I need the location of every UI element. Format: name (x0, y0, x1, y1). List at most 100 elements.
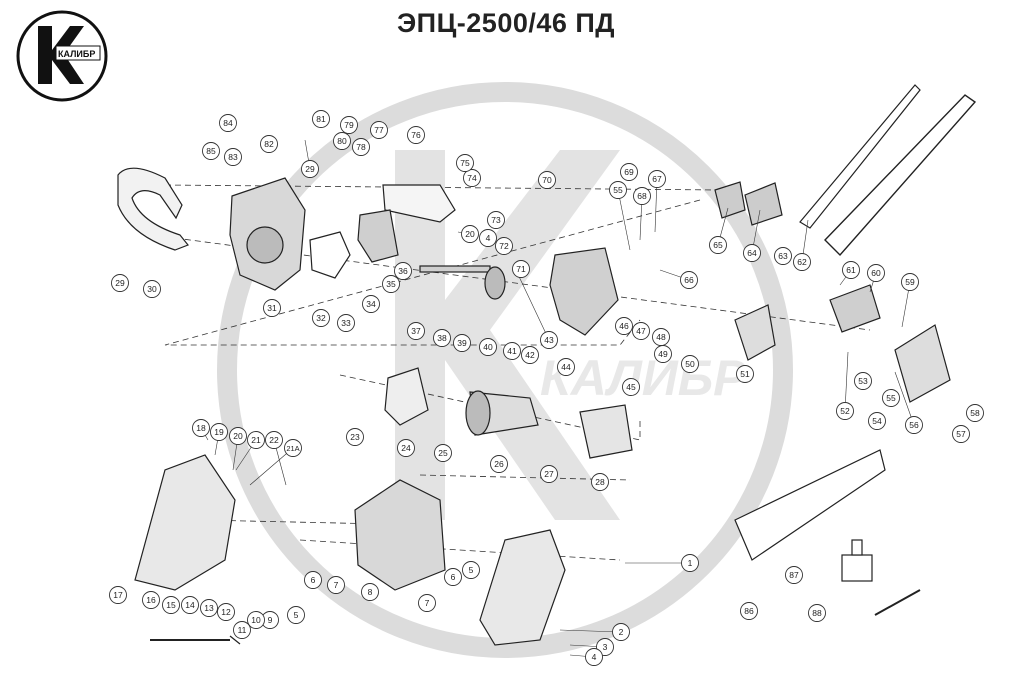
callout-number: 73 (491, 215, 501, 225)
part-callout-54: 54 (868, 412, 886, 430)
callout-circle (462, 561, 480, 579)
callout-number: 48 (656, 332, 666, 342)
callout-circle (836, 402, 854, 420)
callout-number: 49 (658, 349, 668, 359)
callout-number: 71 (516, 264, 526, 274)
callout-number: 5 (469, 565, 474, 575)
part-callout-55: 55 (609, 181, 627, 199)
part-callout-23: 23 (346, 428, 364, 446)
part-callout-56: 56 (905, 416, 923, 434)
callout-circle (352, 138, 370, 156)
part-callout-41: 41 (503, 342, 521, 360)
callout-circle (681, 554, 699, 572)
callout-circle (591, 473, 609, 491)
callout-number: 77 (374, 125, 384, 135)
callout-circle (433, 329, 451, 347)
part-callout-47: 47 (632, 322, 650, 340)
callout-number: 66 (684, 275, 694, 285)
callout-number: 4 (592, 652, 597, 662)
callout-circle (453, 334, 471, 352)
part-callout-63: 63 (774, 247, 792, 265)
part-callout-58: 58 (966, 404, 984, 422)
callout-number: 60 (871, 268, 881, 278)
part-callout-65: 65 (709, 236, 727, 254)
callout-circle (210, 423, 228, 441)
callout-number: 85 (206, 146, 216, 156)
callout-number: 29 (305, 164, 315, 174)
watermark-text: КАЛИБР (540, 350, 747, 406)
part-callout-29: 29 (111, 274, 129, 292)
callout-leader-line (844, 351, 849, 412)
callout-number: 20 (233, 431, 243, 441)
callout-circle (312, 309, 330, 327)
callout-number: 11 (238, 625, 247, 635)
part-callout-86: 86 (740, 602, 758, 620)
callout-circle (263, 299, 281, 317)
callout-number: 84 (223, 118, 233, 128)
callout-number: 39 (457, 338, 467, 348)
callout-circle (362, 295, 380, 313)
part-callout-74: 74 (463, 169, 481, 187)
callout-number: 80 (337, 136, 347, 146)
callout-number: 62 (797, 257, 807, 267)
callout-number: 67 (652, 174, 662, 184)
part-callout-20: 20 (229, 427, 247, 445)
callout-circle (808, 604, 826, 622)
callout-number: 21A (286, 444, 299, 453)
callout-number: 75 (460, 158, 470, 168)
callout-leader-line (894, 371, 915, 426)
callout-number: 56 (909, 420, 919, 430)
part-callout-24: 24 (397, 439, 415, 457)
part-callout-39: 39 (453, 334, 471, 352)
part-callout-34: 34 (362, 295, 380, 313)
callout-number: 23 (350, 432, 360, 442)
page-title: ЭПЦ-2500/46 ПД (396, 8, 616, 38)
callout-number: 42 (525, 350, 535, 360)
callout-circle (521, 346, 539, 364)
callout-circle (217, 603, 235, 621)
callout-number: 54 (872, 416, 882, 426)
callout-circle (633, 187, 651, 205)
callout-circle (743, 244, 761, 262)
callout-circle (740, 602, 758, 620)
callout-circle (901, 273, 919, 291)
part-callout-35: 35 (382, 275, 400, 293)
part-callout-21: 21 (247, 431, 265, 449)
callout-number: 41 (507, 346, 517, 356)
part-callout-50: 50 (681, 355, 699, 373)
callout-number: 55 (886, 393, 896, 403)
callout-number: 78 (356, 142, 366, 152)
part-callout-48: 48 (652, 328, 670, 346)
callout-circle (479, 229, 497, 247)
callout-number: 34 (366, 299, 376, 309)
callout-number: 58 (970, 408, 980, 418)
part-callout-20: 20 (461, 225, 479, 243)
callout-number: 1 (688, 558, 693, 568)
part-callout-72: 72 (495, 237, 513, 255)
part-callout-77: 77 (370, 121, 388, 139)
callout-circle (333, 132, 351, 150)
callout-number: 82 (264, 139, 274, 149)
callout-number: 63 (778, 251, 788, 261)
callout-circle (680, 271, 698, 289)
callout-circle (109, 586, 127, 604)
part-callout-22: 22 (265, 431, 283, 449)
callout-circle (785, 566, 803, 584)
part-callout-21A: 21A (284, 439, 302, 457)
callout-circle (842, 261, 860, 279)
callout-circle (394, 262, 412, 280)
part-callout-5: 5 (462, 561, 480, 579)
callout-number: 64 (747, 248, 757, 258)
callout-number: 33 (341, 318, 351, 328)
part-callout-87: 87 (785, 566, 803, 584)
callout-circle (681, 355, 699, 373)
callout-number: 38 (437, 333, 447, 343)
part-callout-19: 19 (210, 423, 228, 441)
callout-circle (444, 568, 462, 586)
part-callout-70: 70 (538, 171, 556, 189)
callout-number: 55 (613, 185, 623, 195)
part-callout-36: 36 (394, 262, 412, 280)
callout-circle (233, 621, 251, 639)
part-callout-16: 16 (142, 591, 160, 609)
callout-circle (540, 331, 558, 349)
